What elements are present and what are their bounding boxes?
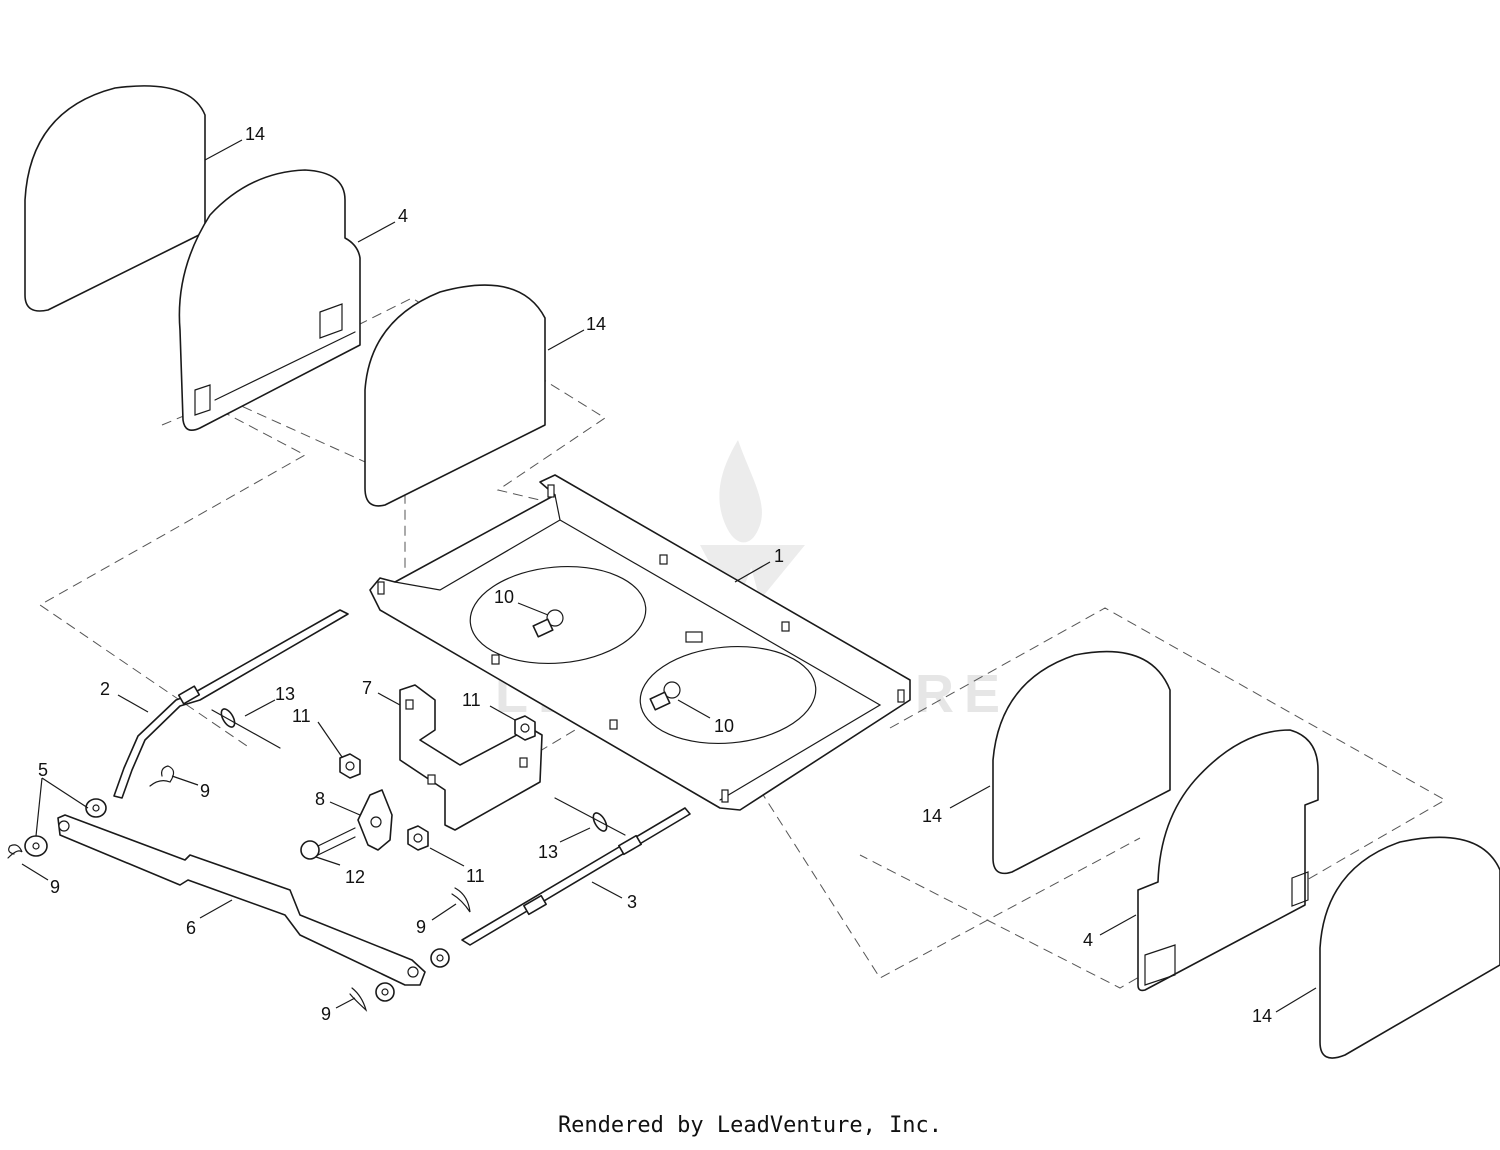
callout-8: 8	[315, 789, 325, 809]
callout-14: 14	[1252, 1006, 1272, 1026]
wheel-14-middle	[364, 284, 546, 507]
callout-9: 9	[416, 917, 426, 937]
bolt-10-upper	[532, 609, 564, 638]
clip-9-left	[7, 844, 23, 859]
washer-5-upper	[85, 798, 107, 818]
cover-4-left	[178, 169, 361, 431]
wheel-14-right-inner	[992, 650, 1171, 875]
callout-12: 12	[345, 867, 365, 887]
bolt-12	[300, 827, 356, 860]
pin-13-right	[554, 797, 626, 836]
callout-14: 14	[245, 124, 265, 144]
nut-11-right	[514, 715, 536, 741]
callout-14: 14	[922, 806, 942, 826]
callout-4: 4	[398, 206, 408, 226]
washer-5-lower	[24, 835, 48, 857]
footer-credit: Rendered by LeadVenture, Inc.	[557, 1113, 943, 1138]
callout-13: 13	[538, 842, 558, 862]
pin-13-left	[211, 708, 281, 749]
callout-9: 9	[321, 1004, 331, 1024]
callout-9: 9	[200, 781, 210, 801]
callout-14: 14	[586, 314, 606, 334]
callout-1: 1	[774, 546, 784, 566]
leader-lines	[21, 139, 1317, 1013]
callout-10: 10	[714, 716, 734, 736]
clip-9-bottom	[349, 987, 368, 1012]
rod-3	[461, 807, 691, 946]
lever-6	[57, 814, 426, 986]
frame-opening-lower	[639, 645, 817, 745]
callout-10: 10	[494, 587, 514, 607]
wheel-14-right-outer	[1319, 836, 1500, 1059]
callout-labels: 14 4 14 1 10 10 2 13 7 11 11 11 5 9 8 9 …	[38, 124, 1272, 1026]
callout-11: 11	[292, 706, 311, 726]
callout-13: 13	[275, 684, 295, 704]
callout-3: 3	[627, 892, 637, 912]
nut-11-lower	[407, 825, 429, 851]
wheel-14-top-left	[24, 85, 206, 312]
callout-11: 11	[462, 690, 481, 710]
callout-7: 7	[362, 678, 372, 698]
nut-11-left	[339, 753, 361, 779]
callout-11: 11	[466, 866, 485, 886]
cover-4-right	[1137, 729, 1319, 992]
rod-2	[113, 609, 349, 799]
bolt-10-lower	[649, 681, 681, 711]
callout-2: 2	[100, 679, 110, 699]
callout-4: 4	[1083, 930, 1093, 950]
callout-5: 5	[38, 760, 48, 780]
callout-9: 9	[50, 877, 60, 897]
washer-lower-rod	[375, 948, 450, 1002]
bracket-7	[399, 684, 543, 831]
clip-9-upper	[149, 765, 175, 787]
clip-9-mid	[451, 887, 471, 913]
callout-6: 6	[186, 918, 196, 938]
